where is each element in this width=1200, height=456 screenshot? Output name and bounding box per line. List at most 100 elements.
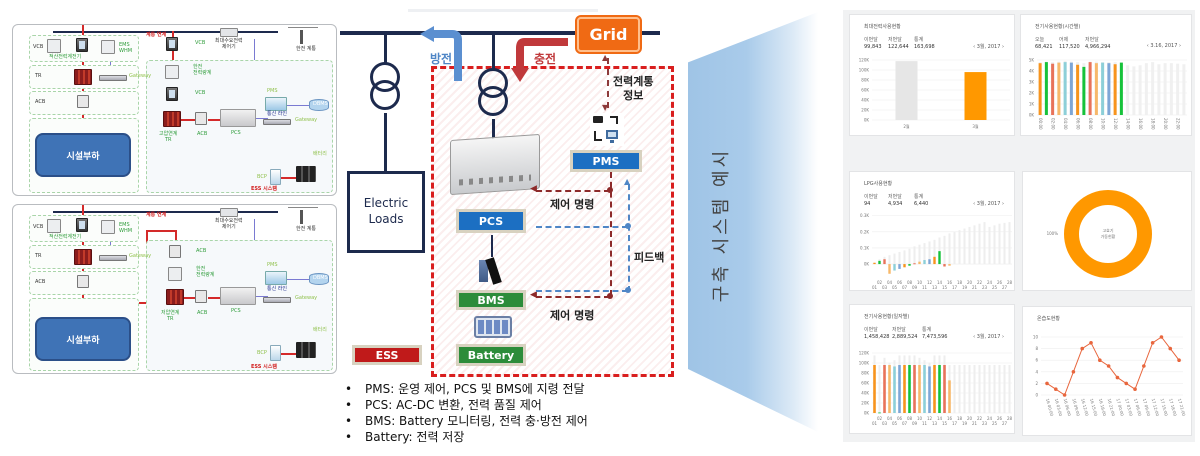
background-bar bbox=[893, 253, 896, 265]
data-point bbox=[1062, 393, 1067, 397]
x-tick-label: 03 bbox=[882, 421, 888, 426]
x-tick-label: 08 bbox=[907, 416, 913, 421]
x-tick-label: 07 bbox=[902, 285, 908, 290]
x-tick-label: 24 bbox=[987, 416, 993, 421]
stat-label: 통계 bbox=[914, 194, 924, 200]
data-point bbox=[1054, 387, 1058, 391]
y-tick-label: 60K bbox=[861, 88, 869, 93]
grid-info-link bbox=[607, 58, 609, 108]
loads-feeder bbox=[384, 113, 387, 171]
x-tick-label: 17 06:00 bbox=[1133, 398, 1143, 417]
bar bbox=[938, 365, 941, 413]
bar bbox=[873, 262, 876, 265]
dbms-device bbox=[309, 99, 329, 111]
feedback-line-pcs bbox=[536, 226, 628, 228]
card-title: 전기사용현황(시간별) bbox=[1035, 24, 1081, 30]
bar bbox=[928, 259, 931, 265]
background-bar bbox=[928, 241, 931, 265]
discharge-arrow-icon bbox=[420, 26, 462, 81]
donut-center-label: 고효기 bbox=[1102, 227, 1113, 233]
ess-transformer-bottom bbox=[478, 86, 508, 116]
x-tick-label: 09 bbox=[912, 285, 918, 290]
ess-feeder bbox=[492, 33, 495, 69]
bar bbox=[964, 72, 987, 120]
date-navigator[interactable]: ‹ 3.16, 2017 › bbox=[1146, 43, 1181, 49]
background-bar bbox=[888, 255, 891, 265]
x-tick-label: 04 bbox=[887, 416, 893, 421]
stat-label: 저번달 bbox=[888, 37, 902, 43]
background-bar bbox=[953, 231, 956, 265]
background-bar bbox=[1157, 64, 1161, 115]
background-bar bbox=[953, 365, 956, 413]
x-tick-label: 09 bbox=[912, 421, 918, 426]
y-tick-label: 60K bbox=[861, 381, 869, 386]
acb-label: ACB bbox=[35, 99, 46, 105]
arrow-down-icon: ▼ bbox=[602, 103, 609, 112]
bullet-text: Battery: 전력 저장 bbox=[365, 430, 465, 444]
data-point bbox=[1115, 375, 1120, 380]
ess-gateway-label: Gateway bbox=[295, 117, 318, 123]
stat-label: 통계 bbox=[914, 37, 924, 43]
integrating-meter bbox=[47, 219, 61, 233]
y-tick-label: 20K bbox=[861, 108, 869, 113]
background-bar bbox=[963, 365, 966, 413]
transformer-device bbox=[74, 69, 92, 85]
ess-acb-top-device bbox=[169, 245, 181, 258]
bar bbox=[883, 365, 886, 413]
month-navigator[interactable]: ‹ 3월, 2017 › bbox=[973, 44, 1004, 50]
junction-dot bbox=[625, 287, 631, 293]
x-tick-label: 05 bbox=[892, 421, 898, 426]
x-tick-label: 01 bbox=[872, 285, 878, 290]
pms-label: PMS bbox=[267, 262, 278, 268]
bar bbox=[913, 263, 916, 265]
electric-loads: Electric Loads bbox=[347, 171, 425, 253]
utility-pole-icon bbox=[288, 27, 318, 44]
daily-usage-chart: 0K20K40K60K80K100K120K010203040506070809… bbox=[859, 351, 1013, 427]
bar bbox=[938, 251, 941, 265]
data-point bbox=[1089, 341, 1093, 345]
y-tick-label: 100K bbox=[859, 361, 870, 366]
y-tick-label: 0K bbox=[1029, 113, 1035, 118]
bullet-item: PMS: 운영 제어, PCS 및 BMS에 지령 전달 bbox=[343, 381, 588, 397]
ess-acb-top-label: ACB bbox=[196, 248, 207, 254]
x-tick-label: 23 bbox=[982, 285, 988, 290]
x-tick-label: 20 bbox=[967, 280, 973, 285]
background-bar bbox=[998, 223, 1001, 265]
x-tick-label: 19 bbox=[962, 421, 968, 426]
bar bbox=[893, 264, 896, 271]
data-point bbox=[1080, 346, 1085, 351]
x-tick-label: 25 bbox=[992, 421, 998, 426]
ess-gateway-device bbox=[263, 297, 291, 303]
x-tick-label: 08 bbox=[907, 280, 913, 285]
background-bar bbox=[943, 235, 946, 265]
card-title: 최대전력사용현황 bbox=[864, 24, 901, 30]
month-navigator[interactable]: ‹ 3월, 2017 › bbox=[973, 334, 1004, 340]
stat-value: 2,889,524 bbox=[892, 333, 918, 340]
bar bbox=[1113, 64, 1117, 115]
background-bar bbox=[1163, 63, 1167, 115]
section-banner bbox=[688, 12, 818, 432]
bar bbox=[1101, 62, 1105, 115]
month-navigator[interactable]: ‹ 3월, 2017 › bbox=[973, 201, 1004, 207]
card-title: LPG사용현황 bbox=[864, 181, 893, 187]
power-line bbox=[208, 297, 220, 299]
x-tick-label: 15 bbox=[942, 421, 948, 426]
x-tick-label: 14:00 bbox=[1126, 118, 1131, 130]
grid-bus bbox=[340, 31, 660, 35]
y-tick-label: 0.1K bbox=[860, 245, 869, 250]
background-bar bbox=[983, 365, 986, 413]
background-bar bbox=[978, 365, 981, 413]
ess-feeder bbox=[492, 119, 495, 141]
background-bar bbox=[1008, 222, 1011, 265]
ess-tr-label: 고압연계 TR bbox=[159, 131, 178, 143]
card-title: 전기사용현황(일자별) bbox=[864, 314, 910, 320]
x-tick-label: 28 bbox=[1007, 280, 1013, 285]
x-tick-label: 06 bbox=[897, 280, 903, 285]
main-bus bbox=[53, 31, 278, 33]
pcs-bms-link bbox=[491, 235, 493, 257]
battery-label: 배터리 bbox=[313, 327, 327, 333]
